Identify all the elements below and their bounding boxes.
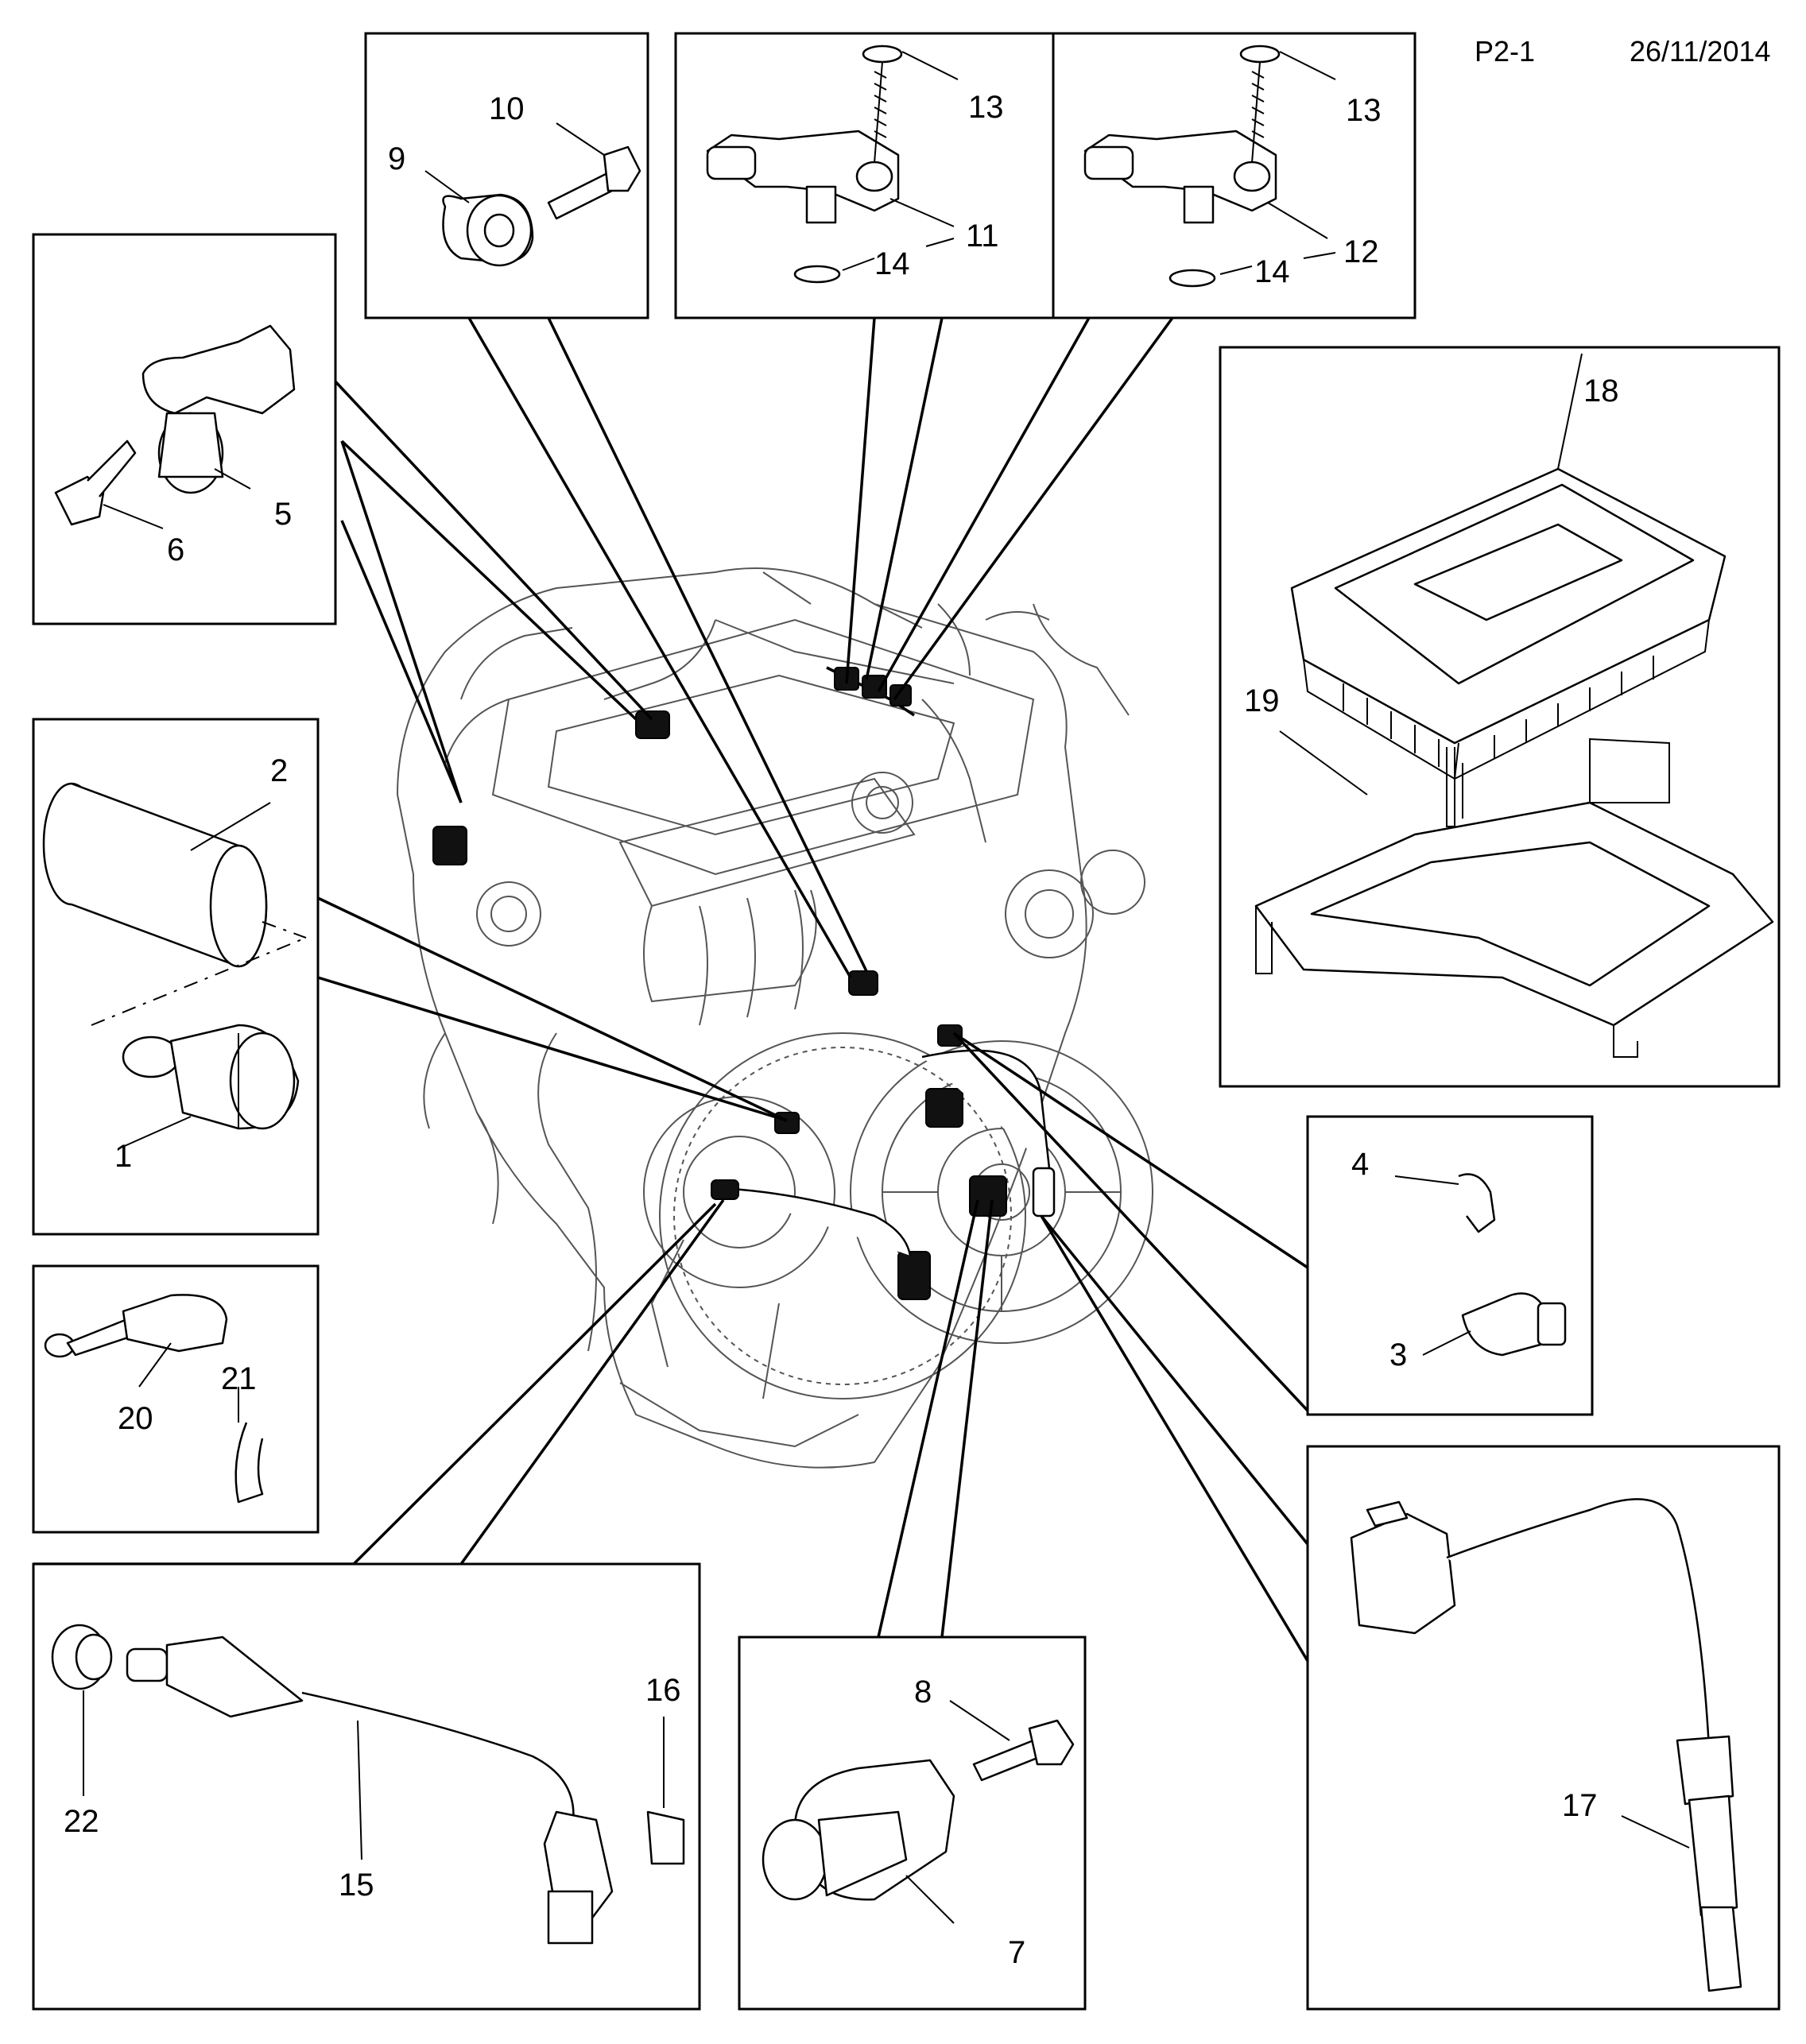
part-3-sensor xyxy=(1461,1292,1567,1357)
part-1-sensor xyxy=(122,1024,300,1130)
part-11-map-sensor xyxy=(706,130,900,224)
part-8-bolt xyxy=(972,1719,1075,1782)
part-12-map-sensor xyxy=(1083,130,1277,224)
box-sensor-20-21: 20 21 xyxy=(32,1264,320,1534)
callout-14b: 14 xyxy=(1254,254,1290,289)
box-oxygen-sensor-17: 17 xyxy=(1306,1445,1781,2011)
callout-13b: 13 xyxy=(1346,93,1382,128)
part-14-seal-b xyxy=(1168,269,1216,288)
callout-15: 15 xyxy=(339,1868,374,1903)
part-18-ecu xyxy=(1290,467,1727,780)
box-ecu-18-19: 18 19 xyxy=(1219,346,1781,1088)
box-sensor-12: 13 12 14 xyxy=(1052,32,1417,319)
part-13-screw xyxy=(862,45,903,164)
part-13-screw-b xyxy=(1239,45,1281,164)
callout-20: 20 xyxy=(118,1401,153,1436)
callout-13a: 13 xyxy=(968,90,1004,125)
page-code: P2-1 xyxy=(1475,35,1535,68)
part-21-clip xyxy=(234,1422,264,1504)
part-19-bracket xyxy=(1254,737,1774,1058)
part-4-clip xyxy=(1458,1173,1496,1233)
part-10-bolt xyxy=(547,145,641,220)
callout-5: 5 xyxy=(274,497,292,532)
part-5-sensor xyxy=(141,324,296,494)
callout-10: 10 xyxy=(489,91,525,126)
callout-6: 6 xyxy=(167,532,184,567)
part-7-sensor xyxy=(762,1759,955,1901)
callout-8: 8 xyxy=(914,1674,932,1709)
callout-12: 12 xyxy=(1343,234,1379,269)
callout-2: 2 xyxy=(270,753,288,788)
part-22-seal xyxy=(51,1624,113,1690)
part-16-clip xyxy=(646,1810,685,1865)
diagram-date: 26/11/2014 xyxy=(1630,35,1771,68)
callout-19: 19 xyxy=(1244,683,1280,718)
box-sensor-5-6: 5 6 xyxy=(32,233,337,625)
box-sensor-7-8: 8 7 xyxy=(738,1636,1087,2011)
box-sensor-3-4: 4 3 xyxy=(1306,1115,1594,1416)
part-6-bolt xyxy=(54,439,137,526)
callout-3: 3 xyxy=(1389,1338,1407,1372)
part-14-seal xyxy=(793,265,841,284)
callout-14a: 14 xyxy=(874,246,910,281)
callout-4: 4 xyxy=(1351,1147,1369,1182)
callout-18: 18 xyxy=(1583,374,1619,408)
callout-7: 7 xyxy=(1008,1935,1025,1970)
box-idler-9-10: 9 10 xyxy=(364,32,649,319)
callout-9: 9 xyxy=(388,141,405,176)
engine-assembly xyxy=(396,567,1153,1469)
box-oxygen-sensor-15: 22 15 16 xyxy=(32,1562,701,2011)
box-sensor-1-2: 1 2 xyxy=(32,718,320,1236)
callout-1: 1 xyxy=(114,1139,132,1174)
callout-17: 17 xyxy=(1562,1788,1598,1823)
callout-16: 16 xyxy=(645,1673,681,1708)
part-20-sensor xyxy=(44,1294,228,1358)
part-17-oxygen-sensor xyxy=(1350,1498,1742,1992)
callout-11: 11 xyxy=(966,219,999,254)
box-sensor-11: 13 11 14 xyxy=(674,32,1059,319)
part-15-oxygen-sensor xyxy=(126,1636,614,1945)
part-9-roller xyxy=(442,193,534,267)
callout-21: 21 xyxy=(221,1361,257,1396)
callout-22: 22 xyxy=(64,1804,99,1839)
